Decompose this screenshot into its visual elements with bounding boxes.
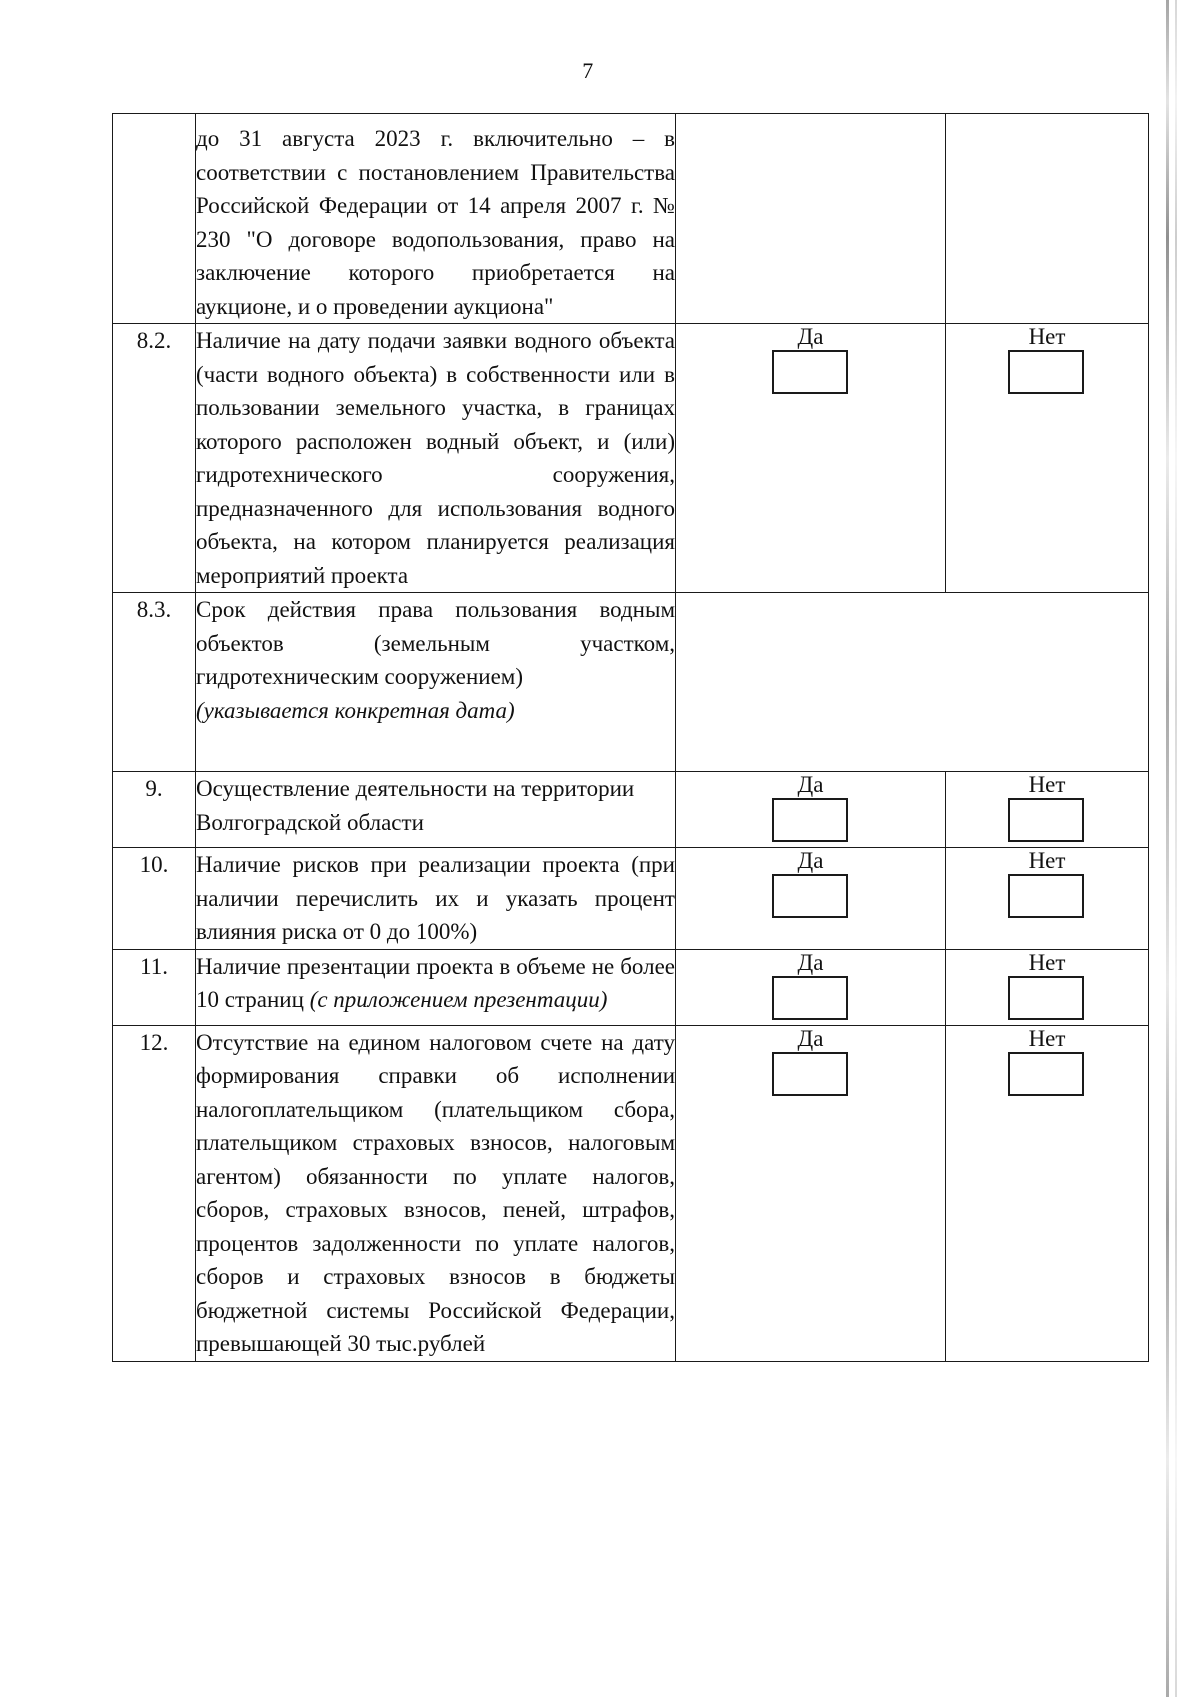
row-description: Наличие рисков при реализации проекта (п…: [195, 847, 676, 950]
checkbox-no[interactable]: [1008, 350, 1084, 394]
table-row: 8.3. Срок действия права пользования вод…: [112, 592, 1149, 772]
row-no-cell: Нет: [945, 1024, 1149, 1362]
row-description-text: Наличие презентации проекта в объеме не …: [196, 953, 675, 1013]
row-yes-cell: Да: [675, 847, 946, 950]
row-yes-cell: Да: [675, 1024, 946, 1362]
row-no-cell: [945, 113, 1149, 324]
checkbox-no[interactable]: [1008, 798, 1084, 842]
choice-label-no: Нет: [1028, 324, 1066, 349]
row-no-cell: Нет: [945, 771, 1149, 848]
scan-edge-artifact-secondary: [1175, 0, 1177, 1697]
table-row: 11. Наличие презентации проекта в объеме…: [112, 948, 1149, 1026]
row-description: Наличие презентации проекта в объеме не …: [195, 948, 676, 1026]
row-description: Наличие на дату подачи заявки водного об…: [195, 323, 676, 593]
row-description: до 31 августа 2023 г. включительно – в с…: [195, 113, 676, 324]
row-number: 12.: [112, 1024, 196, 1362]
row-description-note: (указывается конкретная дата): [196, 697, 515, 723]
row-yes-cell: Да: [675, 323, 946, 593]
checkbox-no[interactable]: [1008, 1051, 1084, 1096]
checkbox-no[interactable]: [1008, 975, 1084, 1020]
scan-edge-artifact: [1166, 0, 1169, 1697]
row-number: 10.: [112, 847, 196, 950]
row-no-cell: Нет: [945, 847, 1149, 950]
criteria-table: до 31 августа 2023 г. включительно – в с…: [112, 113, 1149, 1362]
row-number: 8.2.: [112, 323, 196, 593]
row-yes-cell: Да: [675, 948, 946, 1026]
table-row: до 31 августа 2023 г. включительно – в с…: [112, 113, 1149, 324]
choice-label-yes: Да: [797, 848, 824, 873]
row-number: [112, 113, 196, 324]
table-row: 9. Осуществление деятельности на террито…: [112, 771, 1149, 848]
checkbox-yes[interactable]: [771, 975, 848, 1020]
choice-label-no: Нет: [1028, 772, 1066, 797]
table-row: 8.2. Наличие на дату подачи заявки водно…: [112, 323, 1149, 593]
table-row: 10. Наличие рисков при реализации проект…: [112, 847, 1149, 950]
checkbox-yes[interactable]: [771, 1051, 848, 1096]
choice-label-yes: Да: [797, 1025, 824, 1051]
row-description-note: (с приложением презентации): [309, 987, 608, 1012]
choice-label-yes: Да: [797, 949, 824, 975]
row-yes-cell: [675, 113, 946, 324]
table-row: 12. Отсутствие на едином налоговом счете…: [112, 1024, 1149, 1362]
checkbox-yes[interactable]: [771, 350, 848, 394]
checkbox-no[interactable]: [1008, 874, 1084, 918]
row-yes-cell: Да: [675, 771, 946, 848]
choice-label-no: Нет: [1028, 949, 1066, 975]
choice-label-yes: Да: [797, 324, 824, 349]
row-description-text: Срок действия права пользования водным о…: [196, 597, 675, 689]
row-number: 11.: [112, 948, 196, 1026]
row-number: 8.3.: [112, 592, 196, 772]
choice-label-yes: Да: [797, 772, 824, 797]
row-no-cell: Нет: [945, 948, 1149, 1026]
row-answer-merged-cell[interactable]: [675, 592, 1149, 772]
checkbox-yes[interactable]: [771, 874, 848, 918]
page-number: 7: [582, 58, 594, 83]
row-filler-space: [196, 727, 675, 771]
checkbox-yes[interactable]: [771, 798, 848, 842]
row-number: 9.: [112, 771, 196, 848]
row-no-cell: Нет: [945, 323, 1149, 593]
row-description: Отсутствие на едином налоговом счете на …: [195, 1024, 676, 1362]
choice-label-no: Нет: [1028, 1025, 1066, 1051]
row-description: Осуществление деятельности на территории…: [195, 771, 676, 848]
choice-label-no: Нет: [1028, 848, 1066, 873]
row-description: Срок действия права пользования водным о…: [195, 592, 676, 772]
